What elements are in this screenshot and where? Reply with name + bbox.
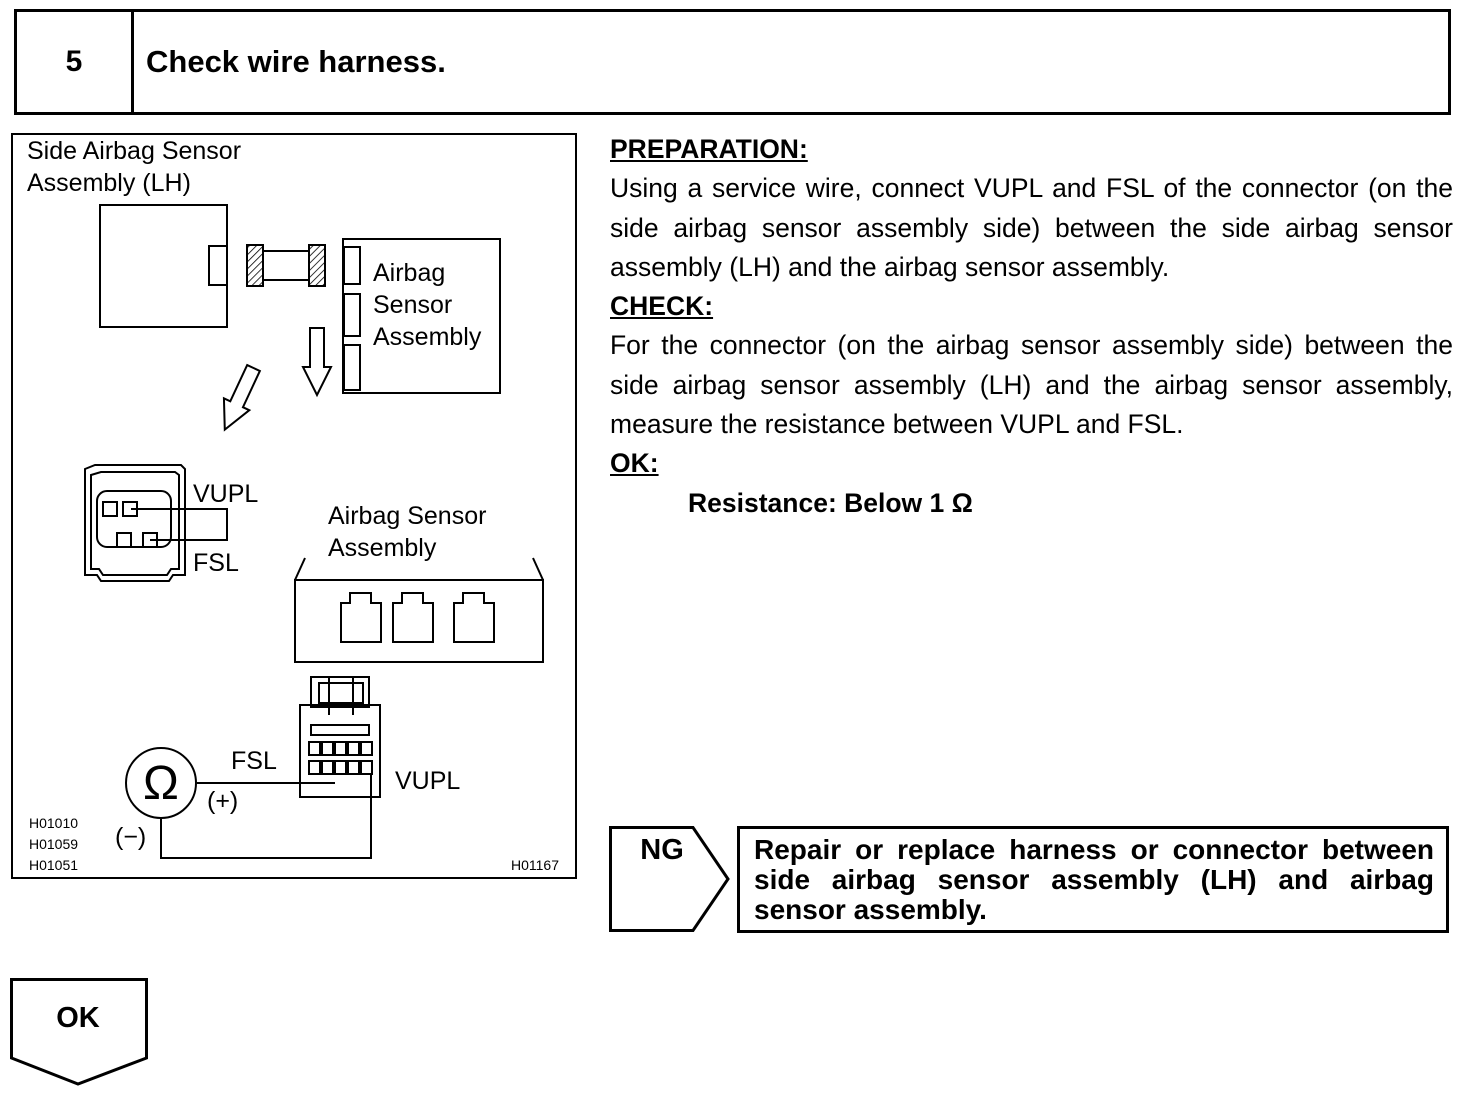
check-heading: CHECK: [610,291,714,322]
wiring-diagram: Ω Side Airbag Sensor Assembly (LH) Airba… [11,133,577,879]
side-sensor-label-2: Assembly (LH) [27,169,191,197]
meter-fsl-label: FSL [231,747,277,775]
ok-label: OK [56,1002,100,1034]
figure-code-2: H01059 [29,836,79,852]
down-arrow [301,327,333,398]
lead-minus [160,775,372,859]
step-header: 5 Check wire harness. [14,9,1451,115]
check-text: For the connector (on the airbag sensor … [610,330,1453,440]
harness-connector-left [246,244,264,287]
meter-vupl-label: VUPL [395,767,461,795]
ng-branch: NG [609,826,731,932]
instructions: PREPARATION: Using a service wire, conne… [610,130,1453,523]
harness-connector-right [308,244,326,287]
connector-face [84,464,186,582]
airbag-sensor-label-2: Sensor [373,291,453,319]
lower-sensor-label-1: Airbag Sensor [328,502,487,530]
minus-label: (−) [115,823,147,851]
ng-label: NG [640,834,684,866]
airbag-sensor-label-1: Airbag [373,259,446,287]
ok-arrow-shape [10,978,148,1086]
side-sensor-box [99,204,228,328]
plus-label: (+) [207,787,239,815]
service-wire [131,508,228,541]
ok-branch: OK [10,978,148,1086]
fsl-label: FSL [193,549,239,577]
figure-code-right: H01167 [511,857,560,873]
ohm-symbol: Ω [143,757,179,810]
ng-action: Repair or replace harness or connector b… [737,826,1449,933]
figure-code-3: H01051 [29,857,79,873]
wiring-diagram-drawing: Ω [84,204,544,859]
side-sensor-connector [208,245,228,286]
airbag-sensor-lower-box [294,579,544,663]
test-connector [299,704,381,798]
diagonal-arrow [222,363,262,432]
vupl-label: VUPL [193,480,259,508]
side-sensor-label-1: Side Airbag Sensor [27,137,242,165]
airbag-sensor-label-3: Assembly [373,323,482,351]
ng-arrow-shape [609,826,730,932]
step-number: 5 [17,12,134,112]
ok-heading: OK: [610,448,659,479]
ohmmeter [125,747,197,819]
lower-sensor-label-2: Assembly [328,534,437,562]
ok-result: Resistance: Below 1 Ω [688,487,973,518]
step-title: Check wire harness. [146,44,446,79]
preparation-text: Using a service wire, connect VUPL and F… [610,173,1453,282]
figure-code-1: H01010 [29,815,79,831]
preparation-heading: PREPARATION: [610,134,808,164]
